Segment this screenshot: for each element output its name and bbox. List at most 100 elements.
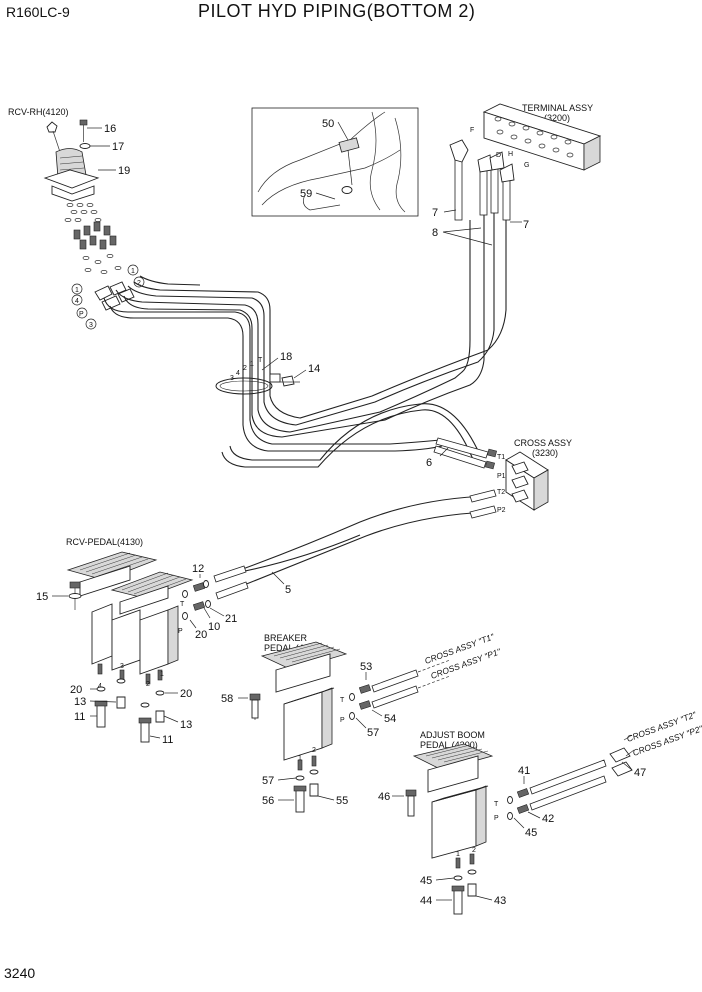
port-label: P1 [497,473,506,480]
port-label: G [524,162,529,169]
terminal-assy [482,103,602,171]
part-number: 41 [518,765,530,777]
port-label: T2 [497,489,505,496]
adjust-hoses [507,734,635,820]
port-label: 4 [98,683,102,690]
model-code: R160LC-9 [6,4,70,20]
breaker-lower-fittings [293,769,319,813]
assembly-label: RCV-PEDAL(4130) [66,537,143,547]
rcv-rh-joystick [43,119,122,274]
part-number: 53 [360,661,372,673]
part-number: 58 [221,693,233,705]
part-number: 54 [384,713,396,725]
cross-assy [505,451,549,511]
part-number: 45 [420,875,432,887]
port-label: H [508,151,513,158]
port-label: 4 [236,370,240,377]
port-label: D [496,152,501,159]
part-number: 44 [420,895,432,907]
port-label: T1 [497,454,505,461]
breaker-pedal [249,641,348,771]
adjust-lower-fittings [451,869,477,915]
port-label: 1 [298,755,302,762]
part-number: 21 [225,613,237,625]
adjust-boom-pedal [405,743,494,869]
port-label: P [340,717,345,724]
part-number: 17 [112,141,124,153]
pilot-pipe-bundle [103,200,507,468]
part-number: 15 [36,591,48,603]
terminal-hoses [449,139,515,221]
port-label: 2 [472,847,476,854]
part-number: 6 [426,457,432,469]
part-number: 55 [336,795,348,807]
page-code: 3240 [4,965,35,981]
part-number: 42 [542,813,554,825]
part-number: 14 [308,363,320,375]
port-label: 3 [120,663,124,670]
port-label: P [178,628,183,635]
part-number: 57 [367,727,379,739]
part-number: 50 [322,118,334,130]
part-number: 20 [70,684,82,696]
port-label: 3 [230,375,234,382]
port-label: P [494,815,499,822]
port-label: 2 [146,681,150,688]
rcv-pedal [66,551,194,685]
svg-text:1: 1 [131,268,135,275]
port-label: 2 [312,747,316,754]
part-number: 57 [262,775,274,787]
svg-text:3: 3 [89,322,93,329]
port-label: 2 [243,365,247,372]
assembly-label: CROSS ASSY [514,438,572,448]
part-number: 7 [432,207,438,219]
assembly-label: TERMINAL ASSY [522,103,593,113]
part-number: 20 [195,629,207,641]
pipe-clamp [215,373,300,395]
assembly-label: PEDAL (4300) [420,740,478,750]
assembly-label: RCV-RH(4120) [8,107,69,117]
part-number: 13 [180,719,192,731]
port-label: 1 [250,361,254,368]
part-number: 16 [104,123,116,135]
part-number: 47 [634,767,646,779]
part-number: 56 [262,795,274,807]
port-label: F [470,127,474,134]
port-label: T [494,801,499,808]
port-label: 1 [160,671,164,678]
part-number: 19 [118,165,130,177]
rcv-pedal-lower-fittings [94,678,165,743]
svg-text:1: 1 [75,287,79,294]
part-number: 20 [180,688,192,700]
part-number: 43 [494,895,506,907]
port-label: 1 [456,851,460,858]
part-number: 18 [280,351,292,363]
inset-cab-detail [251,107,419,217]
part-number: 10 [208,621,220,633]
part-number: 5 [285,584,291,596]
svg-text:P: P [79,311,84,318]
part-number: 12 [192,563,204,575]
port-label: T [180,601,185,608]
part-number: 59 [300,188,312,200]
assembly-label: ADJUST BOOM [420,730,485,740]
port-label: P2 [497,507,506,514]
part-number: 46 [378,791,390,803]
svg-text:2: 2 [137,280,141,287]
hose-6 [433,437,498,470]
part-number: 11 [74,711,85,723]
hose-5 [213,489,497,600]
part-number: 8 [432,227,438,239]
part-number: 11 [162,734,173,746]
svg-text:4: 4 [75,298,79,305]
assembly-label: BREAKER [264,633,308,643]
part-number: 7 [523,219,529,231]
joystick-pipe-elbows [94,281,135,311]
page-title: PILOT HYD PIPING(BOTTOM 2) [198,1,475,21]
joystick-port-labels: 1 2 4 1 P 3 [71,264,145,330]
port-label: T [258,357,263,364]
breaker-hoses [349,659,451,720]
port-label: T [340,697,345,704]
rcv-pedal-fittings [182,580,211,620]
